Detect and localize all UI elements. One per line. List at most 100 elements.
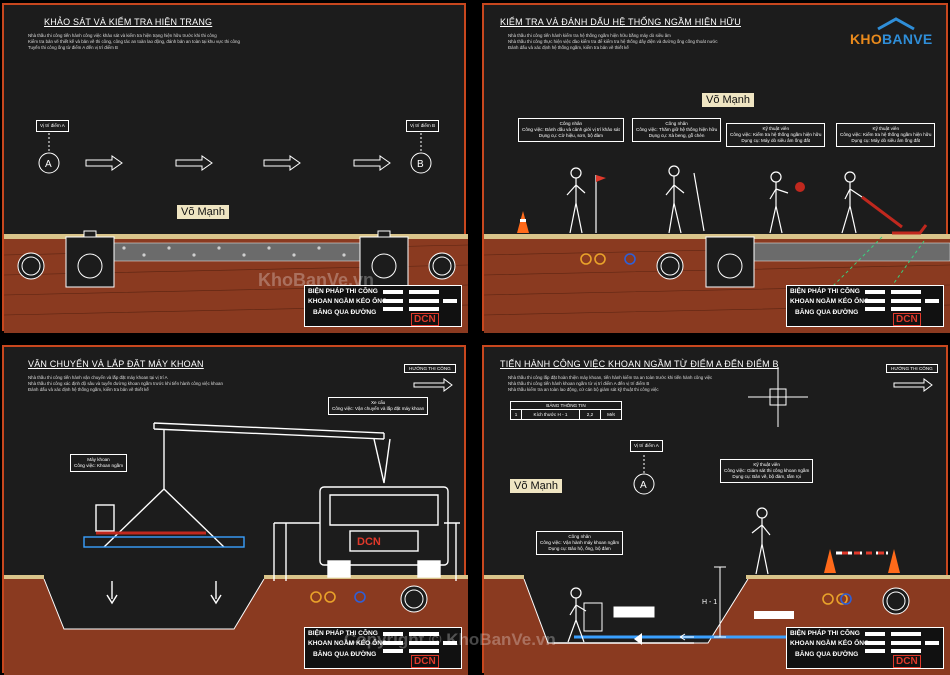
panel-inspection: KIỂM TRA VÀ ĐÁNH DẤU HỆ THỐNG NGẦM HIỆN … [482,3,950,333]
info-table-row: 1 Kích thước H - 1 2,2 Mét [511,410,621,419]
flow-arrow [85,155,123,171]
point-b-circle [410,152,432,174]
panel-transport: VẬN CHUYỂN VÀ LẮP ĐẶT MÁY KHOAN Nhà thầu… [2,345,468,675]
khobanve-logo: KHOBANVE [850,17,940,57]
note: Nhà thầu thi công lắp đặt hoàn thiện máy… [508,375,713,380]
author-badge: Võ Mạnh [702,93,755,107]
ground-surface [4,234,468,239]
drill-control-box [95,504,115,532]
note: Đánh dấu và xác định hệ thống ngầm, kiểm… [28,387,149,392]
title-bars [383,288,459,312]
label-engineer: Kỹ thuật viên Công việc: Giám sát thi cô… [720,459,814,483]
note: Kiểm tra bản vẽ thiết kế và bản vẽ thi c… [28,39,240,44]
company-logo: DCN [893,655,921,668]
title-block: BIỆN PHÁP THI CÔNG KHOAN NGẦM KÉO ỐNG BĂ… [304,627,462,669]
truck-logo: DCN [357,536,381,548]
engineer [751,507,771,575]
title-block: BIỆN PHÁP THI CÔNG KHOAN NGẦM KÉO ỐNG BĂ… [786,285,944,327]
traffic-cone [824,549,900,573]
label-line: Xe cẩu [370,400,386,405]
label-line: Dụng cụ: Máy dò siêu âm ống đất [741,138,811,143]
drill-frame [83,536,245,548]
flag [596,175,606,182]
label-line: Máy khoan [87,457,110,462]
crane-boom [153,422,385,440]
table-cell: Kích thước H - 1 [522,410,580,419]
worker-3 [769,171,789,234]
title-line-3: BĂNG QUA ĐƯỜNG [313,309,377,316]
label-line: Dụng cụ: Bản vẽ, bộ đàm, tấm rọi [732,474,801,479]
point-a-letter: A [45,159,52,170]
truck-cab [319,486,449,566]
point-a-label: Vị trí điểm A [630,440,663,452]
note: Nhà thầu thi công tiến hành vận chuyển v… [28,375,168,380]
label-line: Công việc: Đánh dấu và cảnh giới vị trí … [522,127,620,132]
label-drill-operator: Công nhân Công việc: Vận hành máy khoan … [536,531,624,555]
title-line-1: BIỆN PHÁP THI CÔNG [790,288,860,295]
brand-banve: BANVE [882,31,933,47]
company-logo: DCN [411,655,439,668]
watermark-mid: KhoBanVe.vn [258,270,375,290]
title-line-1: BIỆN PHÁP THI CÔNG [308,630,378,637]
worker-1 [566,167,586,234]
point-a-circle [38,152,60,174]
label-line: Dụng cụ: Máy dò siêu âm ống đất [851,138,921,143]
panel-title: KIỂM TRA VÀ ĐÁNH DẤU HỆ THỐNG NGẦM HIỆN … [500,17,741,27]
title-bars [865,288,941,312]
title-line-2: KHOAN NGẦM KÉO ỐNG [308,298,388,305]
label-worker-2: Công nhân Công việc: Thăm giữ hệ thống h… [632,118,722,142]
worker-4 [841,171,863,234]
direction-label: HƯỚNG THI CÔNG [886,364,938,373]
label-line: Công nhân [665,121,688,126]
panel-survey: KHẢO SÁT VÀ KIỂM TRA HIỆN TRẠNG Nhà thầu… [2,3,468,333]
label-line: Kỹ thuật viên [872,126,899,131]
point-a-label: Vị trí điểm A [36,120,69,132]
note: Tuyến thi công ống từ điểm A đến vị trí … [28,45,118,50]
label-line: Công nhân [568,534,591,539]
note: Nhà thầu thi công tiến hành kiểm tra hệ … [508,33,671,38]
flow-arrow [175,155,213,171]
note: Đánh dấu và xác định hệ thống ngầm, kiểm… [508,45,629,50]
note: Nhà thầu thi công tiến hành công việc kh… [28,33,217,38]
title-bars [383,630,459,654]
panel-notes: Nhà thầu thi công lắp đặt hoàn thiện máy… [508,375,712,393]
label-crane: Xe cẩu Công việc: Vận chuyển và lắp đặt … [328,397,429,415]
company-logo: DCN [411,313,439,326]
title-line-1: BIỆN PHÁP THI CÔNG [308,288,378,295]
label-line: Công việc: Giám sát thi công khoan ngầm [724,468,810,473]
label-line: Công việc: Kiểm tra hệ thống ngầm hiện h… [840,132,932,137]
label-line: Dụng cụ: Bảo hộ, ống, bộ đàm [548,546,611,551]
drill-operator [567,587,587,643]
label-line: Kỹ thuật viên [762,126,789,131]
ground-radar [861,195,928,235]
table-cell: Mét [607,412,615,417]
table-cell: 1 [511,410,522,419]
title-line-3: BĂNG QUA ĐƯỜNG [313,651,377,658]
panel-title: VẬN CHUYỂN VÀ LẮP ĐẶT MÁY KHOAN [28,359,204,369]
title-line-2: KHOAN NGẦM KÉO ỐNG [308,640,388,647]
label-line: Công việc: Vận hành máy khoan ngầm [540,540,620,545]
depth-label: H - 1 [702,599,718,606]
panel-notes: Nhà thầu thi công tiến hành kiểm tra hệ … [508,33,718,51]
title-line-2: KHOAN NGẦM KÉO ỐNG [790,640,870,647]
label-line: Công việc: Kiểm tra hệ thống ngầm hiện h… [730,132,822,137]
drill-control-box [583,602,603,632]
info-table: BẢNG THÔNG TIN 1 Kích thước H - 1 2,2 Mé… [510,401,622,420]
direction-label: HƯỚNG THI CÔNG [404,364,456,373]
survey-drawing: A B [4,133,468,333]
table-cell: 2,2 [580,410,601,419]
flow-arrow [353,155,391,171]
road-base [111,242,363,262]
panel-title: KHẢO SÁT VÀ KIỂM TRA HIỆN TRẠNG [44,17,213,27]
panel-drilling: TIẾN HÀNH CÔNG VIỆC KHOAN NGẦM TỪ ĐIỂM A… [482,345,950,675]
point-a-letter: A [640,480,647,491]
point-b-letter: B [417,159,424,170]
house-roof-icon [877,17,915,31]
title-line-3: BĂNG QUA ĐƯỜNG [795,309,859,316]
title-line-1: BIỆN PHÁP THI CÔNG [790,630,860,637]
note: Nhà thầu kiểm tra an toàn lao động, cử c… [508,387,659,392]
detector [795,182,805,192]
title-line-2: KHOAN NGẦM KÉO ỐNG [790,298,870,305]
watermark-bottom: Copyright © KhoBanVe.vn [344,630,556,649]
panel-title: TIẾN HÀNH CÔNG VIỆC KHOAN NGẦM TỪ ĐIỂM A… [500,359,779,369]
